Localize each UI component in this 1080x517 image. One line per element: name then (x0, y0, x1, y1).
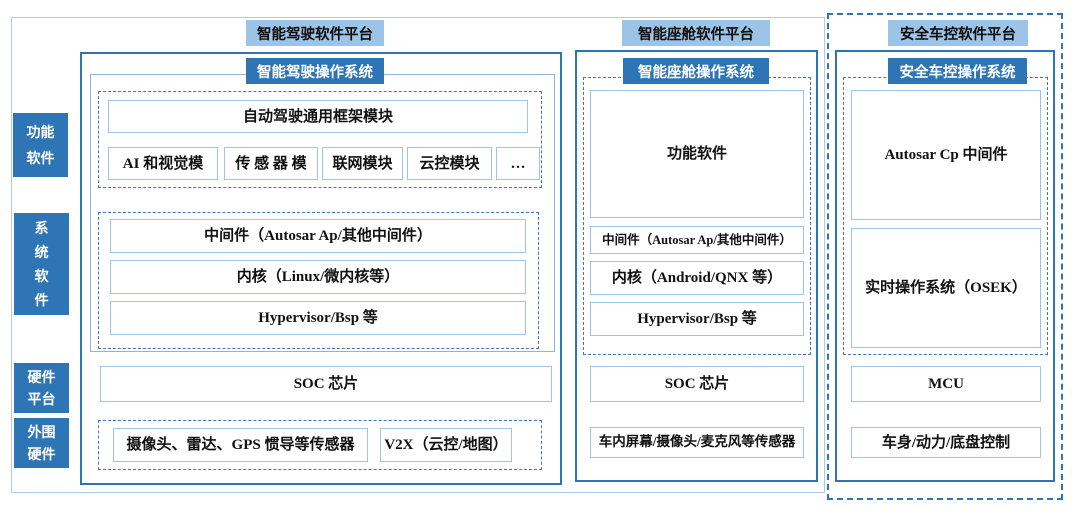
vehicle-control-platform-header: 安全车控软件平台 (888, 20, 1028, 46)
driving-peripheral-section (98, 420, 542, 470)
driving-v2x-box: V2X（云控/地图） (380, 428, 512, 462)
driving-middleware-box: 中间件（Autosar Ap/其他中间件） (110, 219, 526, 253)
axis-label-peripheral-hardware: 外围 硬件 (14, 418, 69, 468)
cockpit-kernel-box: 内核（Android/QNX 等） (590, 261, 804, 295)
driving-hypervisor-box: Hypervisor/Bsp 等 (110, 301, 526, 335)
cockpit-os-header: 智能座舱操作系统 (623, 58, 769, 84)
vehicle-control-rtos-box: 实时操作系统（OSEK） (851, 228, 1041, 348)
cockpit-soc-box: SOC 芯片 (590, 366, 804, 402)
driving-module-network: 联网模块 (322, 147, 403, 180)
driving-module-ai-vision: AI 和视觉模 (108, 147, 218, 180)
driving-function-software-section (98, 91, 542, 188)
axis-label-function-software: 功能 软件 (13, 113, 68, 177)
driving-system-software-section (98, 212, 539, 349)
diagram-outer-frame (11, 17, 825, 493)
axis-label-system-software: 系 统 软 件 (14, 213, 69, 315)
driving-soc-box: SOC 芯片 (100, 366, 552, 402)
axis-label-hardware-platform: 硬件 平台 (14, 363, 69, 413)
cockpit-platform-header: 智能座舱软件平台 (622, 20, 770, 46)
driving-platform-header: 智能驾驶软件平台 (246, 20, 384, 46)
driving-module-cloud: 云控模块 (407, 147, 492, 180)
driving-sensors-box: 摄像头、雷达、GPS 惯导等传感器 (113, 428, 368, 462)
driving-kernel-box: 内核（Linux/微内核等） (110, 260, 526, 294)
vehicle-control-mcu-box: MCU (851, 366, 1041, 402)
cockpit-function-software-box: 功能软件 (590, 90, 804, 218)
driving-module-ellipsis: … (496, 147, 540, 180)
driving-os-header: 智能驾驶操作系统 (246, 58, 384, 84)
cockpit-middleware-box: 中间件（Autosar Ap/其他中间件） (590, 226, 804, 254)
driving-module-sensor: 传 感 器 模 (224, 147, 318, 180)
vehicle-control-autosar-cp-box: Autosar Cp 中间件 (851, 90, 1041, 220)
cockpit-hypervisor-box: Hypervisor/Bsp 等 (590, 302, 804, 336)
vehicle-control-body-box: 车身/动力/底盘控制 (851, 427, 1041, 458)
driving-framework-box: 自动驾驶通用框架模块 (108, 100, 528, 133)
cockpit-sensors-box: 车内屏幕/摄像头/麦克风等传感器 (590, 427, 804, 458)
vehicle-control-os-header: 安全车控操作系统 (888, 58, 1027, 84)
